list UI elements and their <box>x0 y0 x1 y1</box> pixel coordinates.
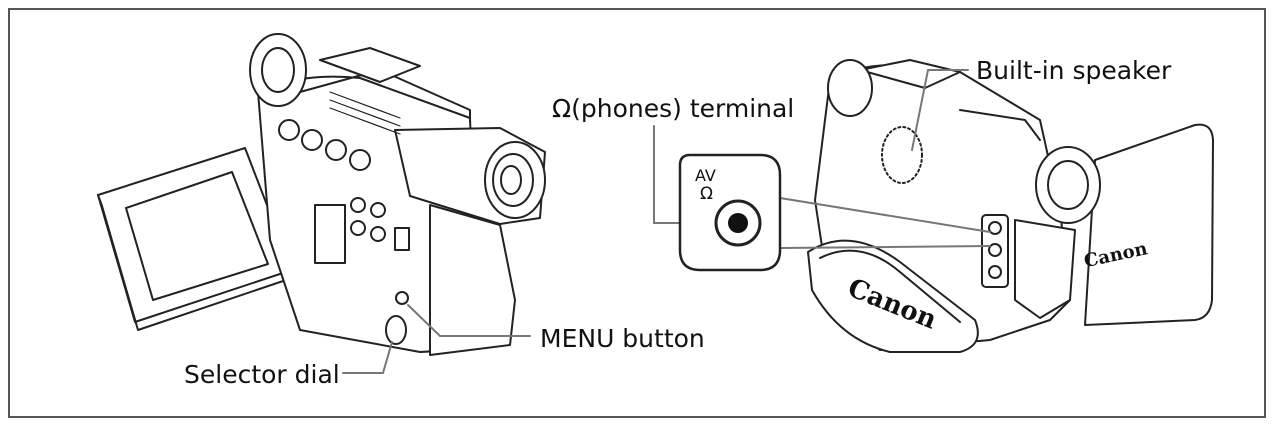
label-selector-dial: Selector dial <box>184 360 340 389</box>
label-phones-terminal: Ω(phones) terminal <box>552 96 794 121</box>
hand-strap <box>807 239 979 353</box>
label-menu-button: MENU button <box>540 324 705 353</box>
lcd-panel-right <box>1084 123 1214 326</box>
av-headphones-icon: Ω <box>700 184 713 204</box>
menu-button <box>395 291 409 305</box>
lcd-screen <box>125 171 269 301</box>
selector-dial <box>385 315 407 345</box>
label-built-in-speaker: Built-in speaker <box>976 56 1172 85</box>
left-camcorder <box>97 33 546 356</box>
label-av: AV <box>695 166 716 185</box>
headphones-icon: Ω <box>552 94 572 123</box>
built-in-speaker <box>881 126 923 184</box>
av-terminal-inset <box>678 153 782 272</box>
right-camcorder <box>807 59 1214 353</box>
phones-terminal-text: (phones) terminal <box>571 94 795 123</box>
